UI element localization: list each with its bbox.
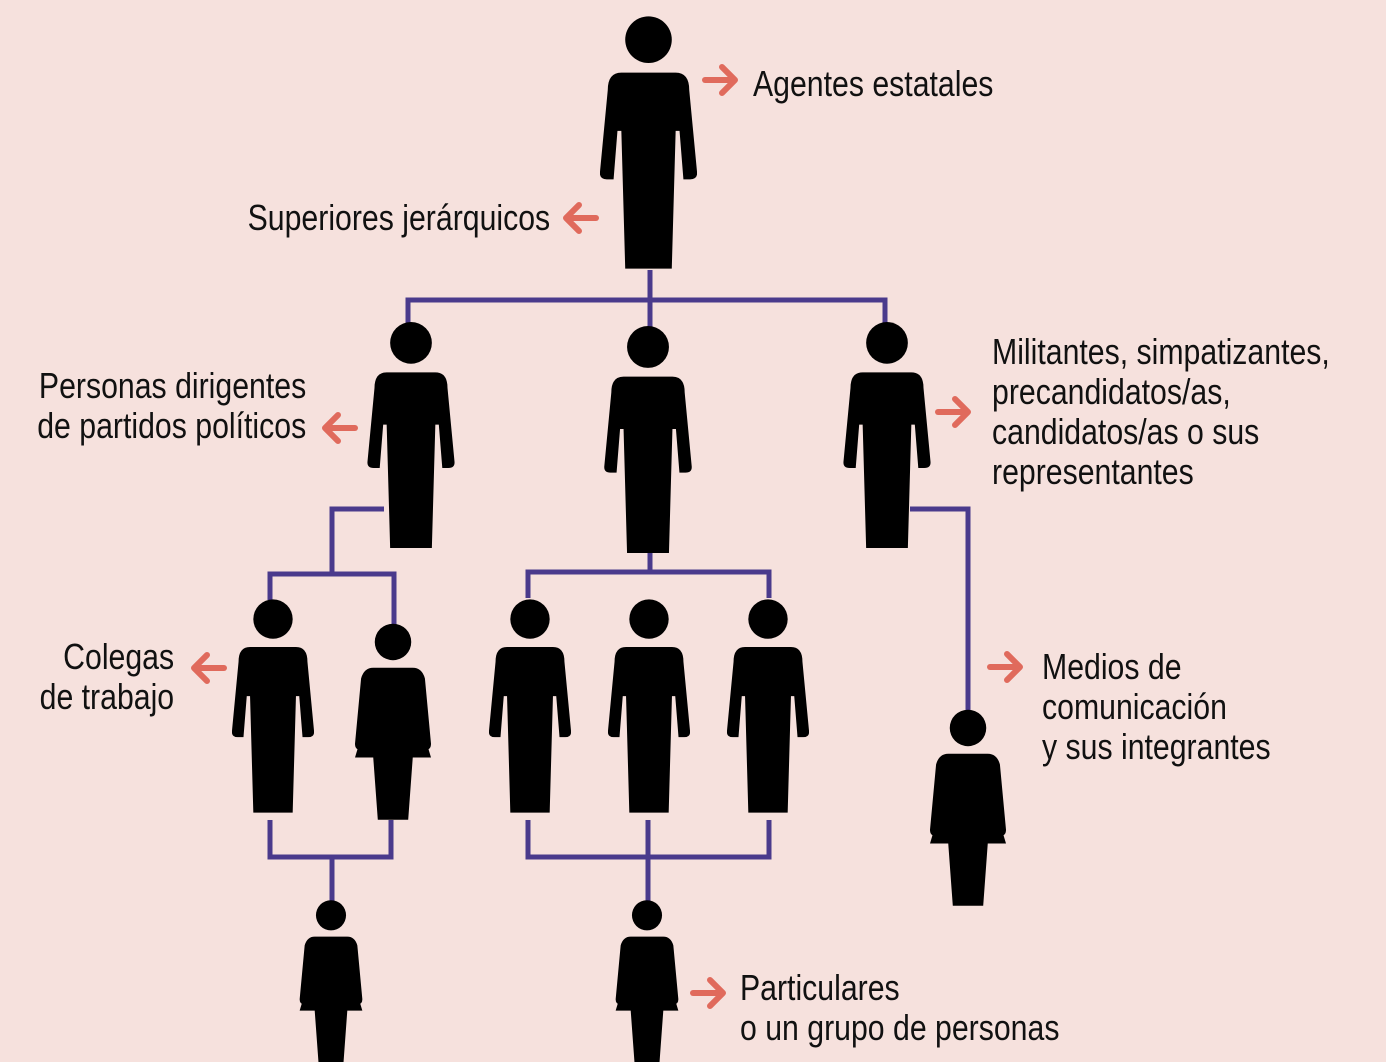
label-personas-dirigentes: Personas dirigentes de partidos político… xyxy=(37,365,307,446)
arrow-colegas-icon xyxy=(191,652,227,684)
connector-colegas-merge xyxy=(267,820,394,860)
arrow-agentes-icon xyxy=(702,64,738,96)
arrow-superiores-icon xyxy=(563,202,599,234)
label-militantes: Militantes, simpatizantes, precandidatos… xyxy=(992,331,1330,492)
connector-left-branch-right xyxy=(332,571,397,628)
person-figure-mid-right xyxy=(843,322,931,548)
connector-center-branch-right xyxy=(650,569,772,598)
label-superiores-jerarquicos: Superiores jerárquicos xyxy=(247,197,550,238)
person-figure-bottom-left xyxy=(299,900,363,1062)
person-figure-low-2 xyxy=(355,623,431,820)
connector-center-branch xyxy=(525,553,653,598)
label-agentes-estatales: Agentes estatales xyxy=(753,63,994,104)
arrow-militantes-icon xyxy=(935,396,971,428)
person-figure-low-4 xyxy=(608,599,690,813)
label-colegas-de-trabajo: Colegas de trabajo xyxy=(39,636,174,717)
label-medios-de-comunicacion: Medios de comunicación y sus integrantes xyxy=(1042,646,1271,767)
connector-left-branch xyxy=(267,506,384,600)
person-figure-mid-center xyxy=(604,326,692,553)
person-figure-right-woman xyxy=(930,709,1006,906)
arrow-particulares-icon xyxy=(690,977,726,1009)
arrow-medios-icon xyxy=(987,651,1023,683)
person-figure-low-1 xyxy=(232,599,314,813)
connector-right-branch xyxy=(910,506,971,712)
label-particulares: Particulares o un grupo de personas xyxy=(740,967,1060,1048)
person-figure-mid-left xyxy=(367,322,455,548)
person-figure-low-5 xyxy=(727,599,809,813)
person-figure-bottom-center xyxy=(615,900,679,1062)
person-figure-low-3 xyxy=(489,599,571,813)
arrow-dirigentes-icon xyxy=(322,412,358,444)
connector-top-hub xyxy=(405,297,888,325)
person-figure-top xyxy=(600,16,697,269)
